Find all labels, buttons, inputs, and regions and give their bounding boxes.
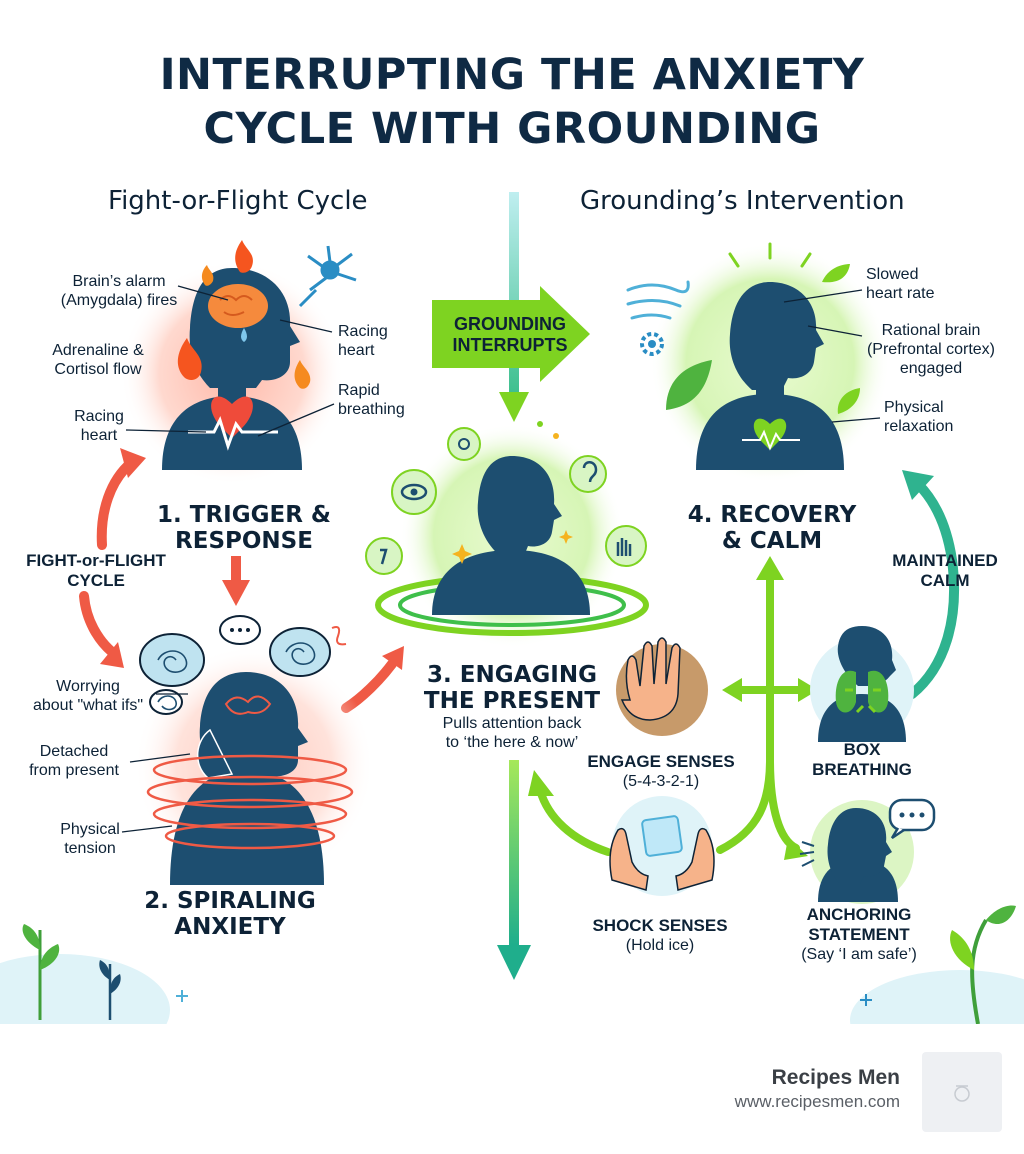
speaking-head-icon	[799, 798, 936, 904]
center-axis-arrow	[497, 192, 531, 980]
maintained-calm-arrow	[902, 470, 960, 699]
label-racing-heart-right: Racing heart	[338, 323, 388, 359]
grounding-interrupts-arrow	[432, 286, 590, 382]
label-amygdala: Brain’s alarm (Amygdala) fires	[60, 273, 178, 309]
footer-logo	[922, 1052, 1002, 1132]
hand-senses-icon	[616, 637, 708, 736]
footer-url[interactable]: www.recipesmen.com	[734, 1092, 900, 1111]
title-line-1: INTERRUPTING THE ANXIETY	[159, 50, 865, 100]
diagram-graphics	[0, 192, 1024, 1024]
cycle-label: FIGHT-or-FLIGHT CYCLE	[26, 551, 166, 590]
ice-hands-icon	[609, 796, 715, 896]
label-rational-brain: Rational brain (Prefrontal cortex) engag…	[866, 322, 996, 377]
left-column-title: Fight-or-Flight Cycle	[108, 186, 368, 216]
spiral-illustration	[121, 615, 374, 885]
label-adrenaline: Adrenaline & Cortisol flow	[52, 342, 144, 378]
technique-engage-senses: ENGAGE SENSES (5-4-3-2-1)	[587, 752, 735, 790]
label-physical-tension: Physical tension	[60, 821, 120, 857]
technique-box-breathing: BOX BREATHING	[812, 740, 912, 779]
technique-shock-senses: SHOCK SENSES (Hold ice)	[592, 916, 728, 954]
footer: Recipes Men www.recipesmen.com	[0, 1024, 1024, 1154]
step-3-description: Pulls attention back to ‘the here & now’	[442, 715, 582, 751]
step-1-heading: 1. TRIGGER & RESPONSE	[157, 502, 331, 554]
step-3-heading: 3. ENGAGING THE PRESENT	[423, 662, 601, 714]
trigger-illustration	[120, 240, 357, 485]
label-rapid-breathing: Rapid breathing	[338, 382, 405, 418]
page-title: INTERRUPTING THE ANXIETY CYCLE WITH GROU…	[0, 48, 1024, 156]
label-slowed-heart-rate: Slowed heart rate	[866, 266, 935, 302]
plant-right-decoration	[850, 905, 1024, 1024]
logo-icon	[954, 1085, 970, 1102]
step-2-heading: 2. SPIRALING ANXIETY	[144, 888, 316, 940]
present-illustration	[365, 421, 649, 648]
footer-brand: Recipes Men	[771, 1066, 900, 1089]
grounding-interrupts-label: GROUNDING INTERRUPTS	[452, 314, 568, 355]
step-4-heading: 4. RECOVERY & CALM	[687, 502, 857, 554]
technique-anchoring-statement: ANCHORING STATEMENT (Say ‘I am safe’)	[801, 905, 917, 963]
cycle-arrows-left	[79, 448, 404, 713]
label-racing-heart-left: Racing heart	[74, 408, 124, 444]
label-worrying: Worrying about "what ifs"	[32, 678, 144, 714]
label-detached: Detached from present	[29, 743, 119, 779]
lungs-icon	[810, 626, 914, 742]
title-line-2: CYCLE WITH GROUNDING	[203, 104, 821, 154]
technique-connectors	[536, 571, 804, 856]
maintained-calm-label: MAINTAINED CALM	[892, 551, 998, 590]
up-arrowhead	[756, 556, 784, 580]
right-column-title: Grounding’s Intervention	[580, 186, 905, 216]
label-physical-relaxation: Physical relaxation	[884, 399, 954, 435]
recovery-illustration	[626, 242, 890, 483]
plant-left-decoration	[0, 924, 188, 1024]
